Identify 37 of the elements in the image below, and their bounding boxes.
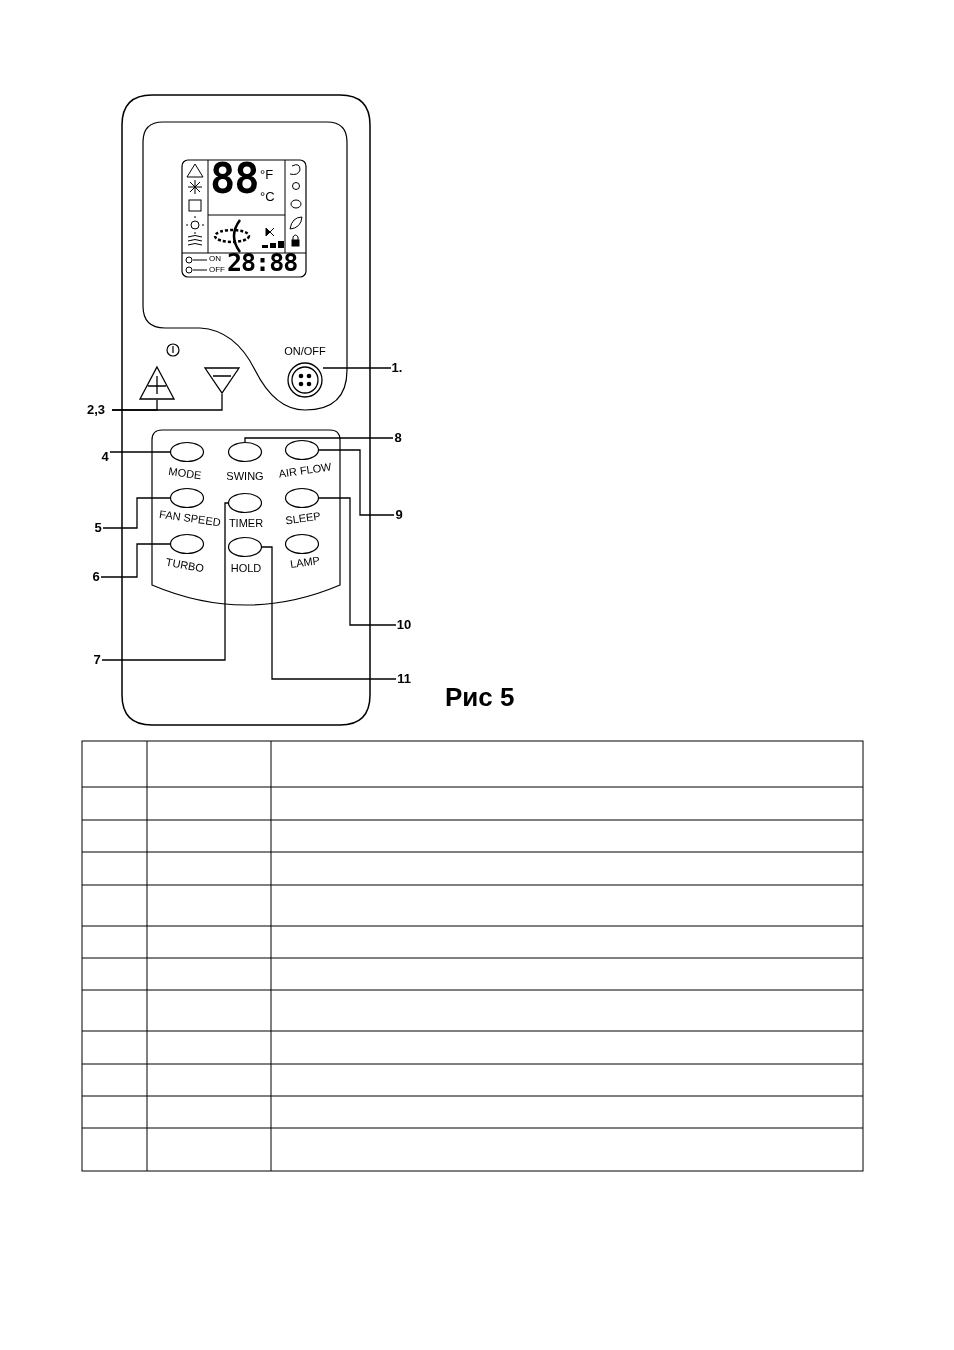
leader-line xyxy=(244,437,394,443)
button-label: AIR FLOW xyxy=(277,460,333,480)
button-label: HOLD xyxy=(230,562,262,574)
lcd-timer-text: ON xyxy=(209,255,221,263)
lcd-temperature-digits: 88 xyxy=(210,158,259,200)
leader-line xyxy=(101,502,229,661)
button-label: TIMER xyxy=(228,517,264,529)
callout-number: 7 xyxy=(92,652,102,668)
callout-number: 11 xyxy=(396,671,412,687)
lcd-timer-text: OFF xyxy=(209,266,225,274)
leader-line xyxy=(318,497,397,626)
button-label: MODE xyxy=(167,464,203,482)
button-label: TURBO xyxy=(165,555,205,575)
button-label: SWING xyxy=(226,470,264,482)
leader-line xyxy=(322,367,392,369)
leader-line xyxy=(102,497,171,529)
callout-number: 9 xyxy=(394,507,404,523)
lcd-unit-text: °F xyxy=(260,168,274,181)
leader-line xyxy=(109,451,171,453)
button-label: LAMP xyxy=(289,553,321,571)
callout-number: 8 xyxy=(393,430,403,446)
figure-caption: Рис 5 xyxy=(445,682,515,713)
button-label: SLEEP xyxy=(284,509,322,527)
callout-number: 10 xyxy=(396,617,412,633)
lcd-clock-digits: 28:88 xyxy=(227,250,298,275)
callout-number: 1. xyxy=(391,360,403,376)
button-label: ON/OFF xyxy=(284,345,326,357)
leader-line xyxy=(318,449,395,516)
leader-line xyxy=(261,546,397,680)
callout-number: 4 xyxy=(100,449,110,465)
lcd-unit-text: °C xyxy=(260,190,275,203)
leader-line xyxy=(100,543,171,578)
button-label: FAN SPEED xyxy=(158,507,222,529)
callout-number: 6 xyxy=(91,569,101,585)
leader-line xyxy=(111,393,223,411)
callout-number: 5 xyxy=(93,520,103,536)
callout-number: 2,3 xyxy=(80,402,112,418)
